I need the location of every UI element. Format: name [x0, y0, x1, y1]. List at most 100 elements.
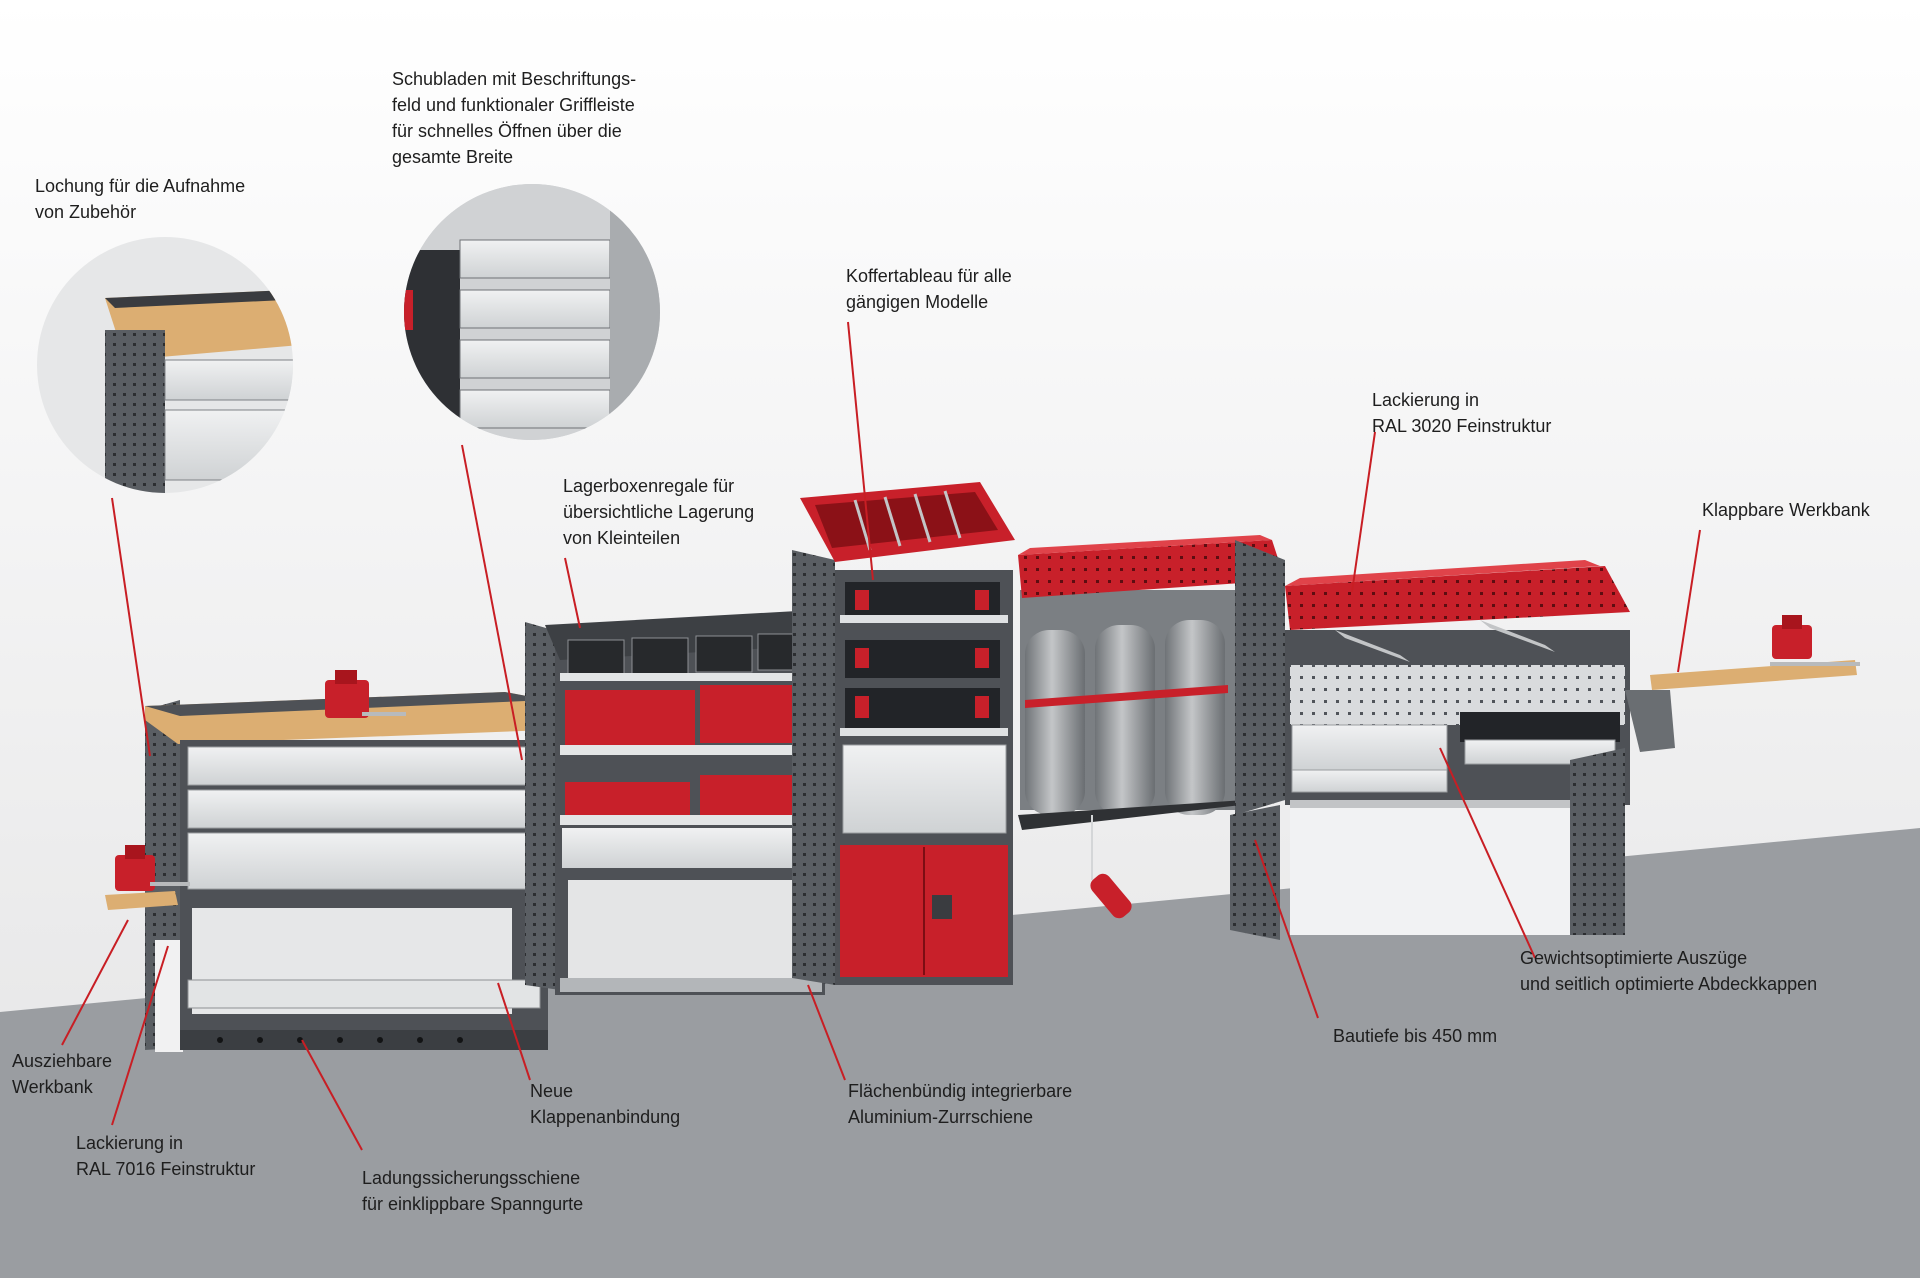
drawer [1291, 724, 1448, 771]
end-side-panel [1570, 748, 1625, 935]
callout-perforation: Lochung für die Aufnahme von Zubehör [35, 176, 246, 222]
case-rack-module [792, 482, 1015, 985]
small-parts-box [631, 637, 689, 675]
drawer [187, 789, 541, 829]
leader-line [1439, 747, 1536, 959]
cylinder-strap [1025, 685, 1228, 708]
tool-case-latch [855, 696, 869, 718]
fold-down-flap [187, 979, 541, 1009]
fold-out-board [1650, 660, 1857, 690]
leader-line [807, 984, 846, 1081]
rail-slot [297, 1037, 303, 1043]
pull-out-workbench-board [105, 891, 178, 910]
red-storage-box [565, 690, 695, 752]
red-storage-box [700, 685, 810, 743]
leader-lines [61, 321, 1701, 1151]
leader-line [497, 982, 531, 1081]
storage-box-shelf-module [525, 610, 825, 995]
open-lower-bay [568, 880, 798, 980]
drawer [187, 746, 541, 786]
load-strap-roller [1090, 815, 1132, 919]
bench-vise-left [115, 845, 190, 891]
bench-vise-right [1772, 615, 1812, 659]
lower-side-panel [1230, 805, 1280, 940]
gas-cylinder-module [1018, 535, 1285, 940]
callout-case-rack: Koffertableau für alle gängigen Modelle [846, 266, 1012, 312]
leader-line [564, 557, 581, 629]
leader-line [61, 919, 129, 1046]
hinge-bracket [1625, 690, 1675, 752]
cylinder-floor [1018, 800, 1285, 830]
callout-paint-ral-3020: Lackierung in RAL 3020 Feinstruktur [1372, 390, 1552, 436]
gas-cylinder [1025, 630, 1085, 815]
leader-line [461, 444, 523, 761]
tool-case-latch [975, 590, 989, 610]
aluminium-lashing-rail [560, 978, 822, 992]
shelf-side-panel [525, 622, 560, 990]
shelf-edge [560, 745, 822, 755]
tall-side-panel [1235, 540, 1285, 815]
workbench-floor-plinth [155, 940, 183, 1052]
drawer [1291, 769, 1448, 793]
detail-circle-drawers [404, 184, 660, 440]
workbench-module [105, 670, 548, 1052]
red-storage-box [700, 775, 810, 815]
rail-slot [217, 1037, 223, 1043]
red-perforated-top [1018, 540, 1285, 598]
small-parts-box [695, 635, 753, 673]
red-top-tray-inner [815, 492, 998, 548]
leader-line [301, 1039, 363, 1151]
leader-line [1351, 431, 1376, 593]
tool-case [845, 582, 1000, 620]
gas-cylinder [1095, 625, 1155, 815]
tool-case-latch [855, 648, 869, 668]
bottom-shelf-front [562, 828, 820, 868]
tool-case [845, 640, 1000, 678]
tray-divider [1480, 620, 1555, 652]
drawer-unit-module [1285, 560, 1630, 935]
callout-pull-out-workbench: Ausziehbare Werkbank [12, 1051, 113, 1097]
rail-slot [377, 1037, 383, 1043]
leader-line [1254, 839, 1319, 1019]
shelf-edge [560, 673, 822, 681]
tray-divider [883, 496, 902, 547]
red-perforated-top [1285, 566, 1630, 630]
tall-side-panel [792, 550, 835, 985]
board-rail [1770, 662, 1860, 666]
leader-line [847, 321, 874, 581]
floor [0, 828, 1920, 1278]
tray-divider [853, 499, 872, 551]
rail-slot [337, 1037, 343, 1043]
callout-folding-workbench: Klappbare Werkbank [1702, 500, 1870, 520]
fold-out-workbench [1625, 615, 1860, 752]
cabinet-lock [932, 895, 952, 919]
tray-divider [1335, 630, 1410, 662]
bench-vise-top [325, 670, 406, 718]
rail-slot [257, 1037, 263, 1043]
red-top-lip [1018, 535, 1272, 555]
tool-case-latch [975, 696, 989, 718]
callout-flap-connection: Neue Klappenanbindung [530, 1081, 681, 1127]
red-top-lip [1285, 560, 1600, 586]
drawer [842, 744, 1007, 834]
shelf-edge [560, 815, 822, 825]
tray-divider [943, 490, 962, 539]
small-parts-box [567, 639, 625, 677]
callout-storage-box-shelves: Lagerboxenregale für übersichtliche Lage… [563, 476, 755, 548]
callout-load-securing-rail: Ladungssicherungsschiene für einklippbar… [362, 1168, 584, 1214]
lower-plinth [1290, 805, 1625, 935]
callout-depth: Bautiefe bis 450 mm [1333, 1026, 1498, 1046]
gas-cylinder [1165, 620, 1225, 815]
load-securing-rail [180, 1030, 548, 1050]
rail-slot [457, 1037, 463, 1043]
leader-line [111, 497, 151, 757]
tool-case-latch [975, 648, 989, 668]
tool-case [845, 688, 1000, 728]
leader-line [1677, 529, 1701, 673]
callout-lashing-rail: Flächenbündig integrierbare Aluminium-Zu… [848, 1081, 1073, 1127]
drawer [1460, 712, 1620, 742]
leader-line [111, 945, 169, 1126]
lower-plinth-top [1290, 800, 1625, 808]
tray-divider [913, 493, 932, 543]
